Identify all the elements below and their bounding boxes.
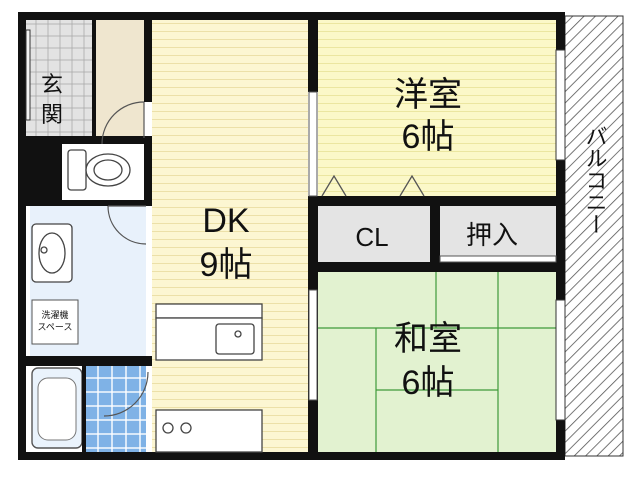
western-size-label: 6帖	[402, 118, 455, 156]
bath-floor	[84, 366, 146, 452]
japanese-floor	[318, 272, 556, 452]
closet-label: CL	[355, 222, 388, 252]
japanese-size-label: 6帖	[402, 364, 455, 402]
windows	[25, 29, 566, 421]
kitchen-counter	[155, 303, 263, 453]
wash-basin	[31, 223, 73, 283]
western-floor	[318, 20, 556, 196]
laundry-label-line1: 洗濯機	[41, 309, 68, 321]
balcony-area	[564, 15, 624, 457]
dk-floor	[152, 20, 308, 452]
dk-name-label: DK	[202, 202, 250, 240]
western-name-label: 洋室	[394, 76, 462, 114]
oshiire-label: 押入	[466, 220, 518, 250]
entrance-label-line1: 玄	[41, 72, 63, 97]
closet-floor	[318, 206, 430, 262]
sliding-doors	[308, 91, 557, 401]
entrance-step	[96, 18, 144, 136]
entrance-door	[101, 101, 149, 417]
laundry-label-line2: スペース	[38, 323, 73, 333]
balcony-label: バルコニー	[582, 125, 607, 235]
entrance-floor	[26, 18, 92, 136]
laundry-space	[31, 299, 79, 345]
oshiire-floor	[440, 206, 556, 262]
bathtub-inner	[37, 377, 77, 441]
entrance-label-line2: 関	[41, 102, 63, 127]
dk-size-label: 9帖	[200, 246, 253, 284]
closet-doors	[321, 174, 425, 197]
toilet	[67, 149, 131, 191]
tatami-lines	[318, 272, 556, 452]
japanese-name-label: 和室	[394, 320, 462, 358]
